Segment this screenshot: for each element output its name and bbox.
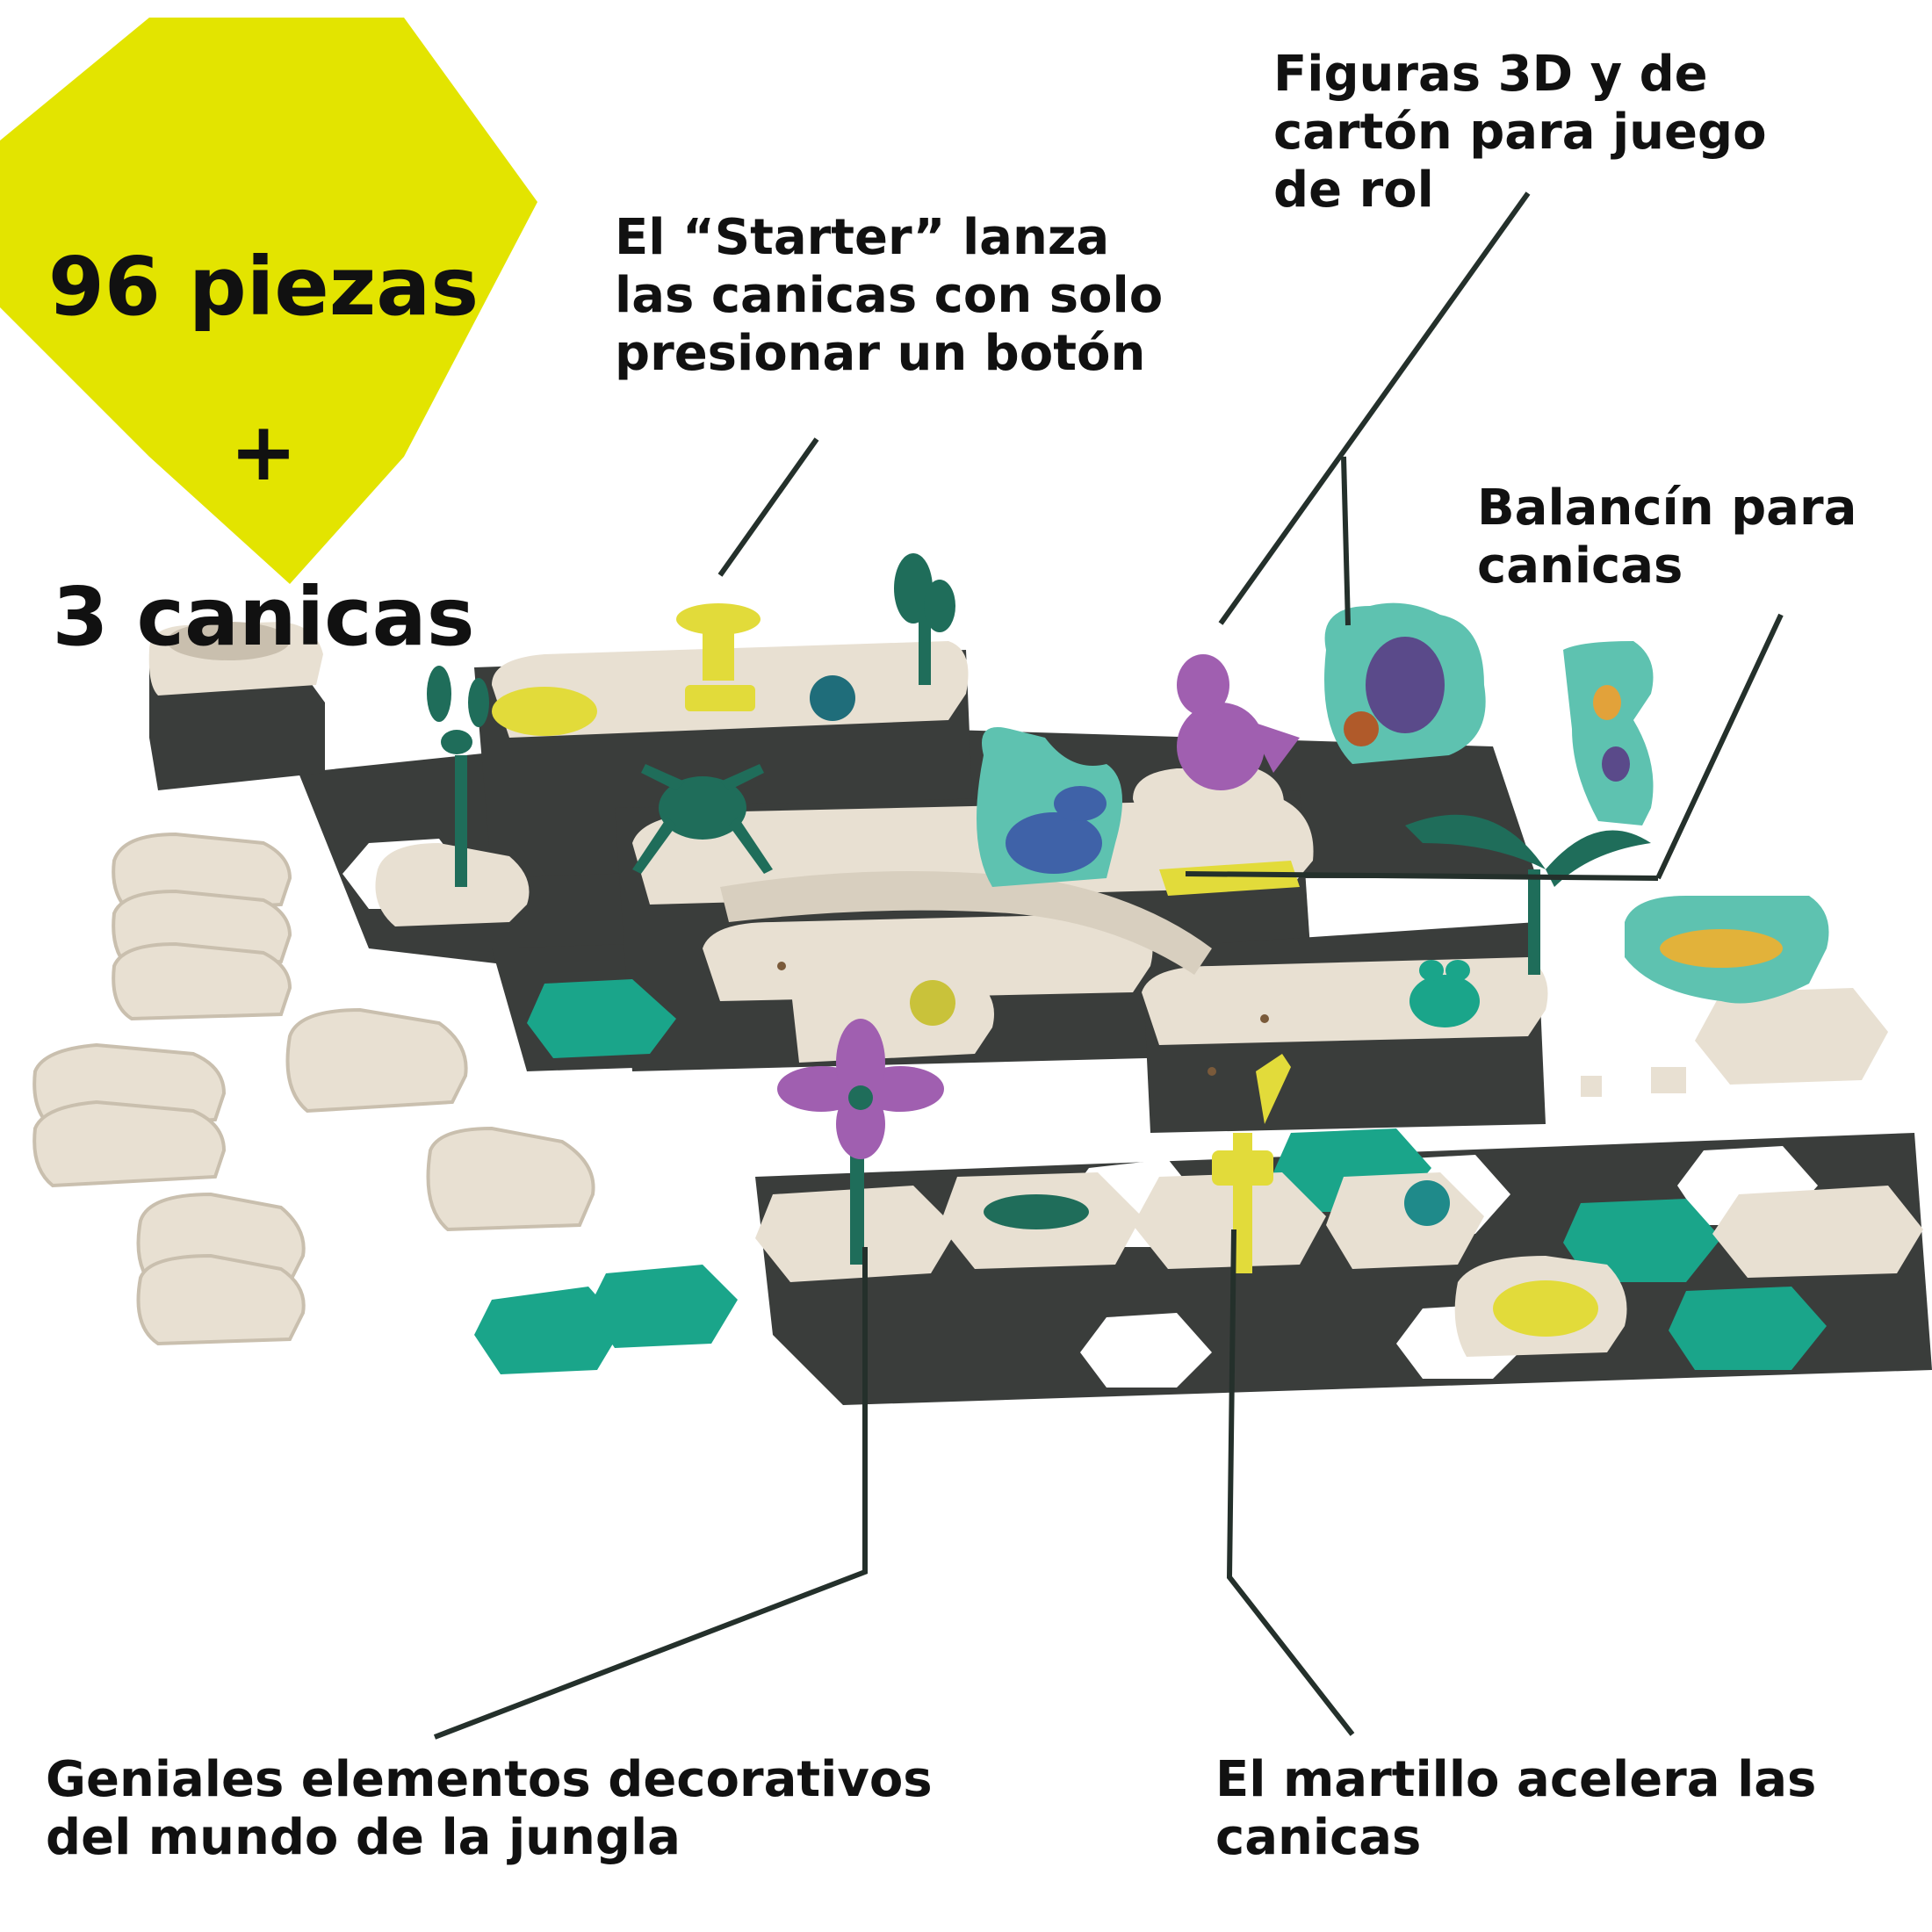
badge-text: 96 piezas + 3 canicas [18,163,509,741]
teal-tiles [474,979,1827,1374]
marble-teal-bottom [1404,1180,1450,1226]
plant-top [894,553,955,685]
hammer [1212,1054,1291,1273]
plant-left [427,666,489,887]
seesaw [1159,861,1300,896]
parrot-figure [1133,654,1300,847]
lizard-figure [984,1194,1089,1229]
flower-purple [777,1019,944,1265]
spider-figure [632,764,773,874]
badge-line-marbles: 3 canicas [52,570,475,664]
stone-stack-left-2 [112,832,292,1021]
stone-piece-loose-1 [136,1007,595,1346]
badge-line-plus: + [229,405,298,499]
callout-martillo: El martillo acelera las canicas [1215,1751,1817,1866]
card-jaguar [1625,896,1829,1036]
badge-line-pieces: 96 piezas [47,240,479,334]
card-hippo [977,727,1122,887]
callout-figuras: Figuras 3D y de cartón para juego de rol [1273,46,1767,219]
plant-right [1405,814,1651,975]
badge-hexagon [0,18,537,584]
yellow-disk-right [1454,1256,1627,1357]
callout-decorativos: Geniales elementos decorativos del mundo… [46,1751,933,1866]
card-gorilla [1324,602,1486,764]
marble-teal-top [810,675,855,721]
callout-starter: El “Starter” lanza las canicas con solo … [615,209,1164,382]
card-monkeys [1563,641,1654,825]
small-clips [1581,1067,1686,1097]
leader-lines [433,191,1784,1740]
marble-yellow [910,980,955,1026]
frog-figure [1409,960,1480,1027]
starter-launcher [676,603,761,681]
stone-tower-stack-left [148,622,325,790]
stone-stack-left-3 [32,1042,227,1188]
callout-balancin: Balancín para canicas [1477,479,1857,595]
